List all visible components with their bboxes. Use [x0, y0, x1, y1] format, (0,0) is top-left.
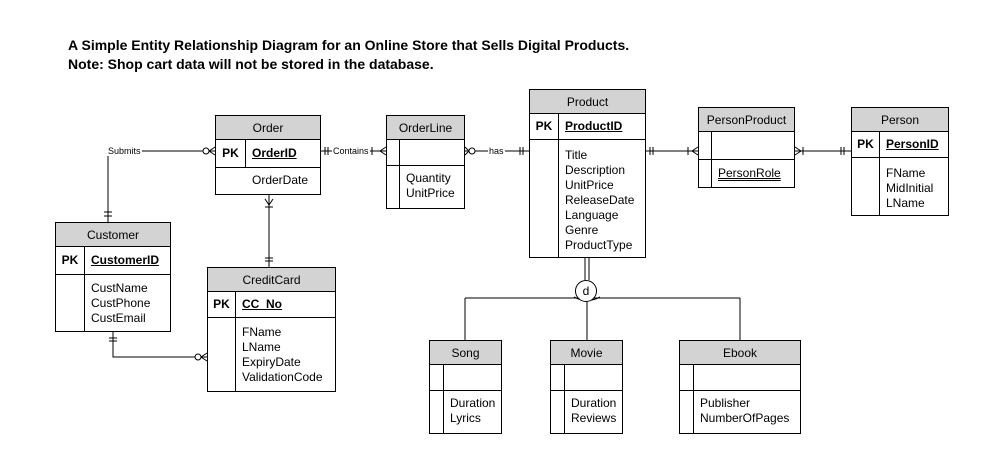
entity-ebook-header: Ebook [680, 341, 800, 365]
creditcard-attr: ValidationCode [242, 370, 323, 384]
entity-song[interactable]: Song Duration Lyrics [429, 340, 502, 434]
entity-customer[interactable]: Customer PK CustomerID CustName CustPhon… [55, 222, 171, 332]
creditcard-attr: FName [242, 325, 282, 339]
entity-product-header: Product [530, 90, 645, 114]
ebook-attr: Publisher [700, 396, 751, 410]
entity-creditcard[interactable]: CreditCard PK CC_No FName LName ExpiryDa… [207, 267, 336, 392]
person-attr: MidInitial [886, 181, 934, 195]
orderline-attr: Quantity [406, 171, 451, 185]
product-attr: ReleaseDate [565, 193, 635, 207]
diagram-title: A Simple Entity Relationship Diagram for… [68, 36, 629, 74]
entity-orderline-header: OrderLine [387, 116, 464, 140]
entity-creditcard-header: CreditCard [208, 268, 335, 292]
product-attr: Language [565, 208, 619, 222]
title-line-2: Note: Shop cart data will not be stored … [68, 56, 434, 72]
ebook-attr: NumberOfPages [700, 411, 790, 425]
person-attr: FName [886, 166, 926, 180]
pk-label: PK [852, 132, 880, 157]
product-attr: Title [565, 148, 588, 162]
product-attr: UnitPrice [565, 178, 614, 192]
entity-person-header: Person [852, 108, 948, 132]
rel-label-submits: Submits [107, 146, 142, 156]
product-pk: ProductID [565, 119, 623, 133]
creditcard-attr: ExpiryDate [242, 355, 301, 369]
line-customer-creditcard [112, 332, 207, 358]
entity-song-header: Song [430, 341, 501, 365]
entity-orderline[interactable]: OrderLine Quantity UnitPrice [386, 115, 465, 209]
product-attr: ProductType [565, 238, 633, 252]
customer-attr: CustPhone [91, 296, 151, 310]
customer-attr: CustName [91, 281, 148, 295]
product-attr: Description [565, 163, 626, 177]
creditcard-pk: CC_No [242, 297, 283, 311]
entity-order-header: Order [216, 116, 320, 140]
line-customer-order [107, 150, 215, 222]
person-attr: LName [886, 196, 925, 210]
song-attr: Lyrics [450, 411, 481, 425]
entity-ebook[interactable]: Ebook Publisher NumberOfPages [679, 340, 801, 434]
entity-order[interactable]: Order PK OrderID OrderDate [215, 115, 321, 195]
customer-pk: CustomerID [91, 253, 160, 267]
order-pk: OrderID [252, 146, 297, 160]
title-line-1: A Simple Entity Relationship Diagram for… [68, 37, 630, 53]
disjoint-marker: d [575, 280, 597, 302]
entity-person[interactable]: Person PK PersonID FName MidInitial LNam… [851, 107, 949, 216]
customer-attr: CustEmail [91, 311, 146, 325]
song-attr: Duration [450, 396, 496, 410]
pk-label: PK [56, 247, 85, 274]
orderline-attr: UnitPrice [406, 186, 455, 200]
entity-personproduct-header: PersonProduct [699, 108, 794, 132]
product-attr: Genre [565, 223, 599, 237]
rel-label-has: has [488, 146, 505, 156]
entity-product[interactable]: Product PK ProductID Title Description U… [529, 89, 646, 258]
pk-label: PK [208, 292, 236, 317]
order-attr: OrderDate [252, 173, 309, 187]
personproduct-attr: PersonRole [718, 166, 781, 180]
pk-label: PK [216, 140, 246, 167]
rel-label-contains: Contains [332, 146, 370, 156]
entity-movie[interactable]: Movie Duration Reviews [550, 340, 623, 434]
creditcard-attr: LName [242, 340, 281, 354]
pk-label: PK [530, 114, 559, 139]
entity-customer-header: Customer [56, 223, 170, 247]
person-pk: PersonID [886, 137, 939, 151]
movie-attr: Duration [571, 396, 617, 410]
entity-personproduct[interactable]: PersonProduct PersonRole [698, 107, 795, 188]
movie-attr: Reviews [571, 411, 617, 425]
entity-movie-header: Movie [551, 341, 622, 365]
